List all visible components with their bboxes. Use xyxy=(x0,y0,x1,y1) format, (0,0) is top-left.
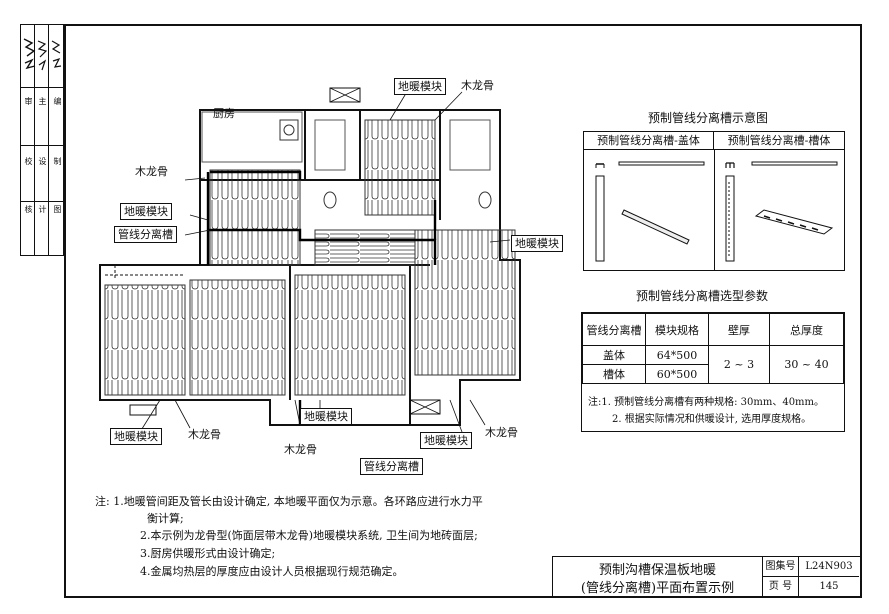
param-row-body-spec: 60*500 xyxy=(645,364,709,384)
module-label-top: 地暖模块 xyxy=(394,78,446,95)
note-1: 注: 1.地暖管间距及管长由设计确定, 本地暖平面仅为示意。各环路应进行水力平 xyxy=(95,495,483,508)
keel-label-top: 木龙骨 xyxy=(461,79,494,92)
floor-plan-drawing xyxy=(99,87,521,441)
trough-sketch-icon xyxy=(595,161,838,262)
atlas-value: L24N903 xyxy=(799,557,859,577)
sidebar-col2-a: 设 xyxy=(38,157,47,166)
param-note-1: 注:1. 预制管线分离槽有两种规格: 30mm、40mm。 xyxy=(588,397,825,408)
sidebar-col1-a: 校 xyxy=(24,157,33,166)
param-header-type: 管线分离槽 xyxy=(582,313,646,346)
note-1-cont: 衡计算; xyxy=(147,512,184,525)
page-label: 页 号 xyxy=(763,577,799,597)
module-label-bottom-left: 地暖模块 xyxy=(110,428,162,445)
kitchen-label: 厨房 xyxy=(213,107,235,120)
param-header-spec: 模块规格 xyxy=(645,313,709,346)
param-total-value: 30 ~ 40 xyxy=(769,345,844,384)
sidebar-col2-b: 计 xyxy=(38,205,47,214)
cover-header: 预制管线分离槽-盖体 xyxy=(584,132,714,150)
trough-label-bottom: 管线分离槽 xyxy=(360,458,423,475)
params-title: 预制管线分离槽选型参数 xyxy=(636,289,769,303)
note-3: 3.厨房供暖形式由设计确定; xyxy=(140,547,276,560)
drawing-frame xyxy=(64,24,862,598)
params-box: 管线分离槽 模块规格 壁厚 总厚度 盖体 64*500 2 ~ 3 30 ~ 4… xyxy=(581,312,845,432)
param-header-total: 总厚度 xyxy=(769,313,844,346)
title-line-1: 预制沟槽保温板地暖 xyxy=(598,563,716,578)
param-row-cover-spec: 64*500 xyxy=(645,345,709,365)
schematic-box: 预制管线分离槽-盖体 预制管线分离槽-槽体 xyxy=(583,131,845,271)
param-row-body-type: 槽体 xyxy=(582,364,646,384)
title-cell: 预制沟槽保温板地暖 (管线分离槽)平面布置示例 xyxy=(553,557,763,597)
param-wall-value: 2 ~ 3 xyxy=(708,345,770,384)
signature-strip: 校 核 审 设 计 主 制 图 编 xyxy=(20,24,64,256)
sidebar-col3-b: 图 xyxy=(53,205,62,214)
signature-marks-icon xyxy=(23,38,62,71)
params-table: 管线分离槽 模块规格 壁厚 总厚度 盖体 64*500 2 ~ 3 30 ~ 4… xyxy=(582,313,844,384)
sidebar-col3-a: 制 xyxy=(53,157,62,166)
body-header: 预制管线分离槽-槽体 xyxy=(714,132,844,150)
module-label-bottom-right: 地暖模块 xyxy=(420,432,472,449)
sidebar-col3-c: 编 xyxy=(53,97,62,106)
module-label-bottom-mid: 地暖模块 xyxy=(300,408,352,425)
sidebar-col1-c: 审 xyxy=(24,97,33,106)
module-label-left: 地暖模块 xyxy=(120,203,172,220)
trough-label-left: 管线分离槽 xyxy=(114,226,177,243)
note-2: 2.本示例为龙骨型(饰面层带木龙骨)地暖模块系统, 卫生间为地砖面层; xyxy=(140,529,478,542)
title-line-2: (管线分离槽)平面布置示例 xyxy=(580,581,735,596)
keel-label-bottom-mid: 木龙骨 xyxy=(284,443,317,456)
schematic-title: 预制管线分离槽示意图 xyxy=(648,111,769,125)
page-value: 145 xyxy=(819,581,839,592)
param-row-cover-type: 盖体 xyxy=(582,345,646,365)
title-block: 预制沟槽保温板地暖 (管线分离槽)平面布置示例 图集号 L24N903 页 号 … xyxy=(552,556,860,597)
atlas-label: 图集号 xyxy=(763,557,799,577)
module-label-right: 地暖模块 xyxy=(511,235,563,252)
sidebar-col1-b: 核 xyxy=(24,205,33,214)
param-header-wall: 壁厚 xyxy=(708,313,770,346)
param-note-2: 2. 根据实际情况和供暖设计, 选用厚度规格。 xyxy=(612,414,812,425)
sidebar-col2-c: 主 xyxy=(38,97,47,106)
note-4: 4.金属均热层的厚度应由设计人员根据现行规范确定。 xyxy=(140,565,404,578)
keel-label-bottom-right: 木龙骨 xyxy=(485,426,518,439)
keel-label-left: 木龙骨 xyxy=(135,165,168,178)
keel-label-bottom-left: 木龙骨 xyxy=(188,428,221,441)
